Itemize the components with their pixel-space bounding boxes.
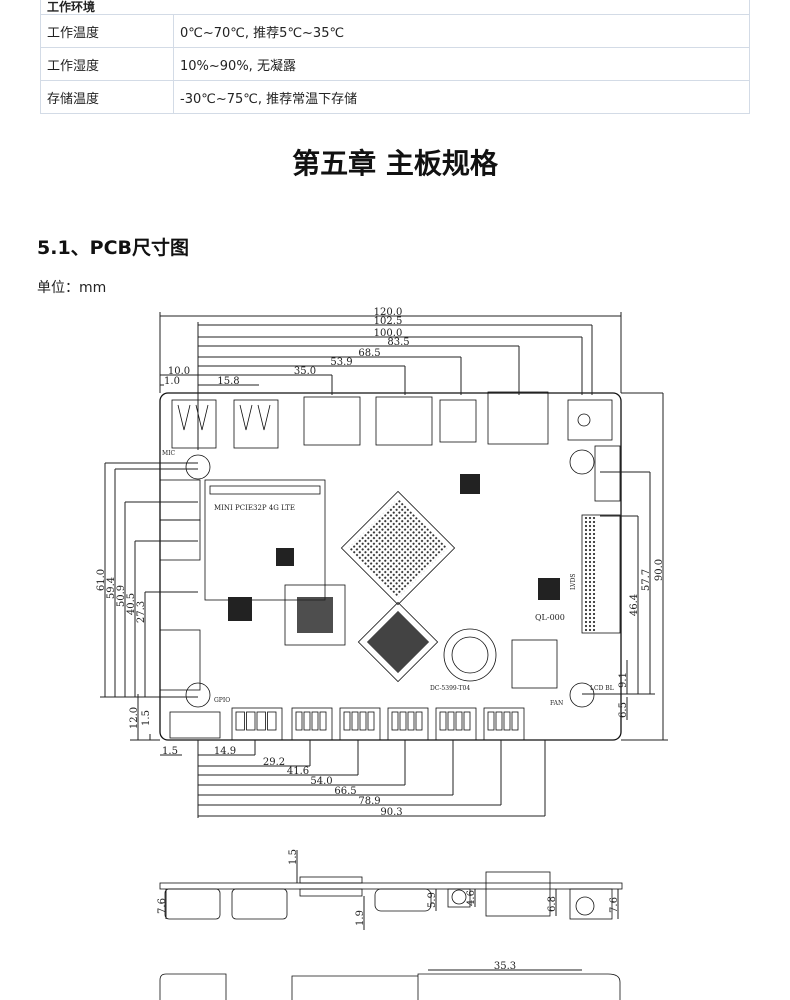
dimension-label: 120.0 bbox=[374, 307, 403, 318]
header-connector bbox=[159, 519, 201, 561]
audio-jack-side bbox=[447, 888, 471, 908]
mic-label: MIC bbox=[162, 450, 176, 457]
dimension-label: 53.9 bbox=[330, 357, 352, 368]
mini-pcie-slot bbox=[204, 479, 326, 601]
usb-port bbox=[171, 399, 217, 449]
chip bbox=[276, 548, 294, 566]
chip bbox=[228, 597, 252, 621]
lvds-connector bbox=[581, 514, 621, 634]
dimension-label: 66.5 bbox=[334, 786, 356, 797]
dimension-label: 78.9 bbox=[358, 796, 380, 807]
dimension-label: 6.5 bbox=[618, 702, 629, 718]
chip bbox=[511, 639, 558, 689]
mount-hole bbox=[569, 449, 595, 475]
dimension-label: 27.3 bbox=[136, 601, 147, 623]
row-value: -30℃~75℃, 推荐常温下存储 bbox=[173, 80, 750, 114]
dimension-label: 1.5 bbox=[162, 746, 178, 757]
rj45-side bbox=[485, 871, 551, 917]
mount-hole bbox=[185, 454, 211, 480]
rear-view bbox=[159, 969, 621, 1000]
dimension-label: 102.5 bbox=[374, 316, 403, 327]
fan-label: FAN bbox=[550, 700, 563, 707]
usb-port bbox=[233, 399, 279, 449]
dimension-label: 54.0 bbox=[310, 776, 332, 787]
hdmi-port bbox=[375, 396, 433, 446]
ql-label: QL-000 bbox=[535, 613, 565, 622]
cpu-chip bbox=[340, 490, 456, 606]
emmc-chip bbox=[284, 584, 346, 646]
dimension-label: 40.5 bbox=[126, 593, 137, 615]
model-label: DC-5399-T04 bbox=[430, 685, 470, 692]
dimension-label: 41.6 bbox=[287, 766, 309, 777]
dimension-label: 7.6 bbox=[609, 897, 620, 913]
mount-hole bbox=[569, 682, 595, 708]
dimension-label: 61.0 bbox=[96, 569, 107, 591]
bottom-port bbox=[339, 707, 381, 741]
dimension-label: 5.9 bbox=[427, 892, 438, 908]
dimension-label: 50.9 bbox=[116, 585, 127, 607]
tf-slot-side bbox=[299, 876, 363, 884]
dimension-label: 10.0 bbox=[168, 366, 190, 377]
rj45-port bbox=[487, 391, 549, 445]
section-title: 5.1、PCB尺寸图 bbox=[37, 237, 190, 259]
dimension-label: 1.5 bbox=[288, 849, 299, 865]
audio-jack bbox=[439, 399, 477, 443]
dc-jack-side bbox=[569, 888, 613, 920]
table-row: 存储温度-30℃~75℃, 推荐常温下存储 bbox=[40, 80, 750, 114]
bottom-connectors bbox=[169, 707, 525, 741]
gpio-label: GPIO bbox=[214, 697, 230, 704]
lcd-bl-label: LCD BL bbox=[590, 685, 614, 692]
dimension-label: 12.0 bbox=[129, 707, 140, 729]
usb-port-side bbox=[231, 888, 288, 920]
chip bbox=[538, 578, 560, 600]
header-connector bbox=[159, 479, 201, 521]
lvds-label: LVDS bbox=[570, 573, 577, 590]
chapter-title: 第五章 主板规格 bbox=[292, 147, 498, 180]
dimension-label: 9.1 bbox=[618, 672, 629, 688]
dimension-label: 57.7 bbox=[641, 569, 652, 591]
gpio-header bbox=[159, 629, 201, 691]
dimension-label: 59.4 bbox=[106, 577, 117, 599]
header-connector bbox=[594, 445, 621, 502]
tf-slot bbox=[303, 396, 361, 446]
memory-chip bbox=[357, 601, 439, 683]
mount-hole bbox=[185, 682, 211, 708]
dimension-label: 6.8 bbox=[547, 896, 558, 912]
dimension-label: 14.9 bbox=[214, 746, 236, 757]
dimension-label: 7.6 bbox=[157, 898, 168, 914]
rtc-battery bbox=[443, 628, 497, 682]
dimension-label: 83.5 bbox=[387, 337, 409, 348]
dc-power-jack bbox=[567, 399, 613, 441]
dimension-label: 29.2 bbox=[263, 757, 285, 768]
hdmi-side bbox=[374, 888, 432, 912]
row-key: 工作湿度 bbox=[40, 47, 174, 81]
dimension-label: 46.4 bbox=[629, 594, 640, 616]
unit-label: 单位：mm bbox=[37, 280, 107, 296]
dimension-label: 35.0 bbox=[294, 366, 316, 377]
bottom-port bbox=[231, 707, 283, 741]
dimension-label: 1.9 bbox=[355, 910, 366, 926]
dimension-label: 15.8 bbox=[217, 376, 239, 387]
dimension-label: 100.0 bbox=[374, 328, 403, 339]
bottom-port bbox=[435, 707, 477, 741]
usb-port-side bbox=[164, 888, 221, 920]
bottom-port bbox=[387, 707, 429, 741]
bottom-port bbox=[291, 707, 333, 741]
header-connector bbox=[169, 711, 221, 739]
chip bbox=[460, 474, 480, 494]
side-view bbox=[159, 871, 623, 920]
mini-pcie-label: MINI PCIE32P 4G LTE bbox=[214, 504, 295, 512]
dimension-label: 35.3 bbox=[494, 961, 516, 972]
bottom-port bbox=[483, 707, 525, 741]
dimension-label: 90.3 bbox=[380, 807, 402, 818]
dimension-label: 1.5 bbox=[141, 710, 152, 726]
dimension-label: 1.0 bbox=[164, 376, 180, 387]
dimension-label: 90.0 bbox=[654, 559, 665, 581]
dimension-label: 4.6 bbox=[466, 890, 477, 906]
dimension-label: 68.5 bbox=[358, 348, 380, 359]
